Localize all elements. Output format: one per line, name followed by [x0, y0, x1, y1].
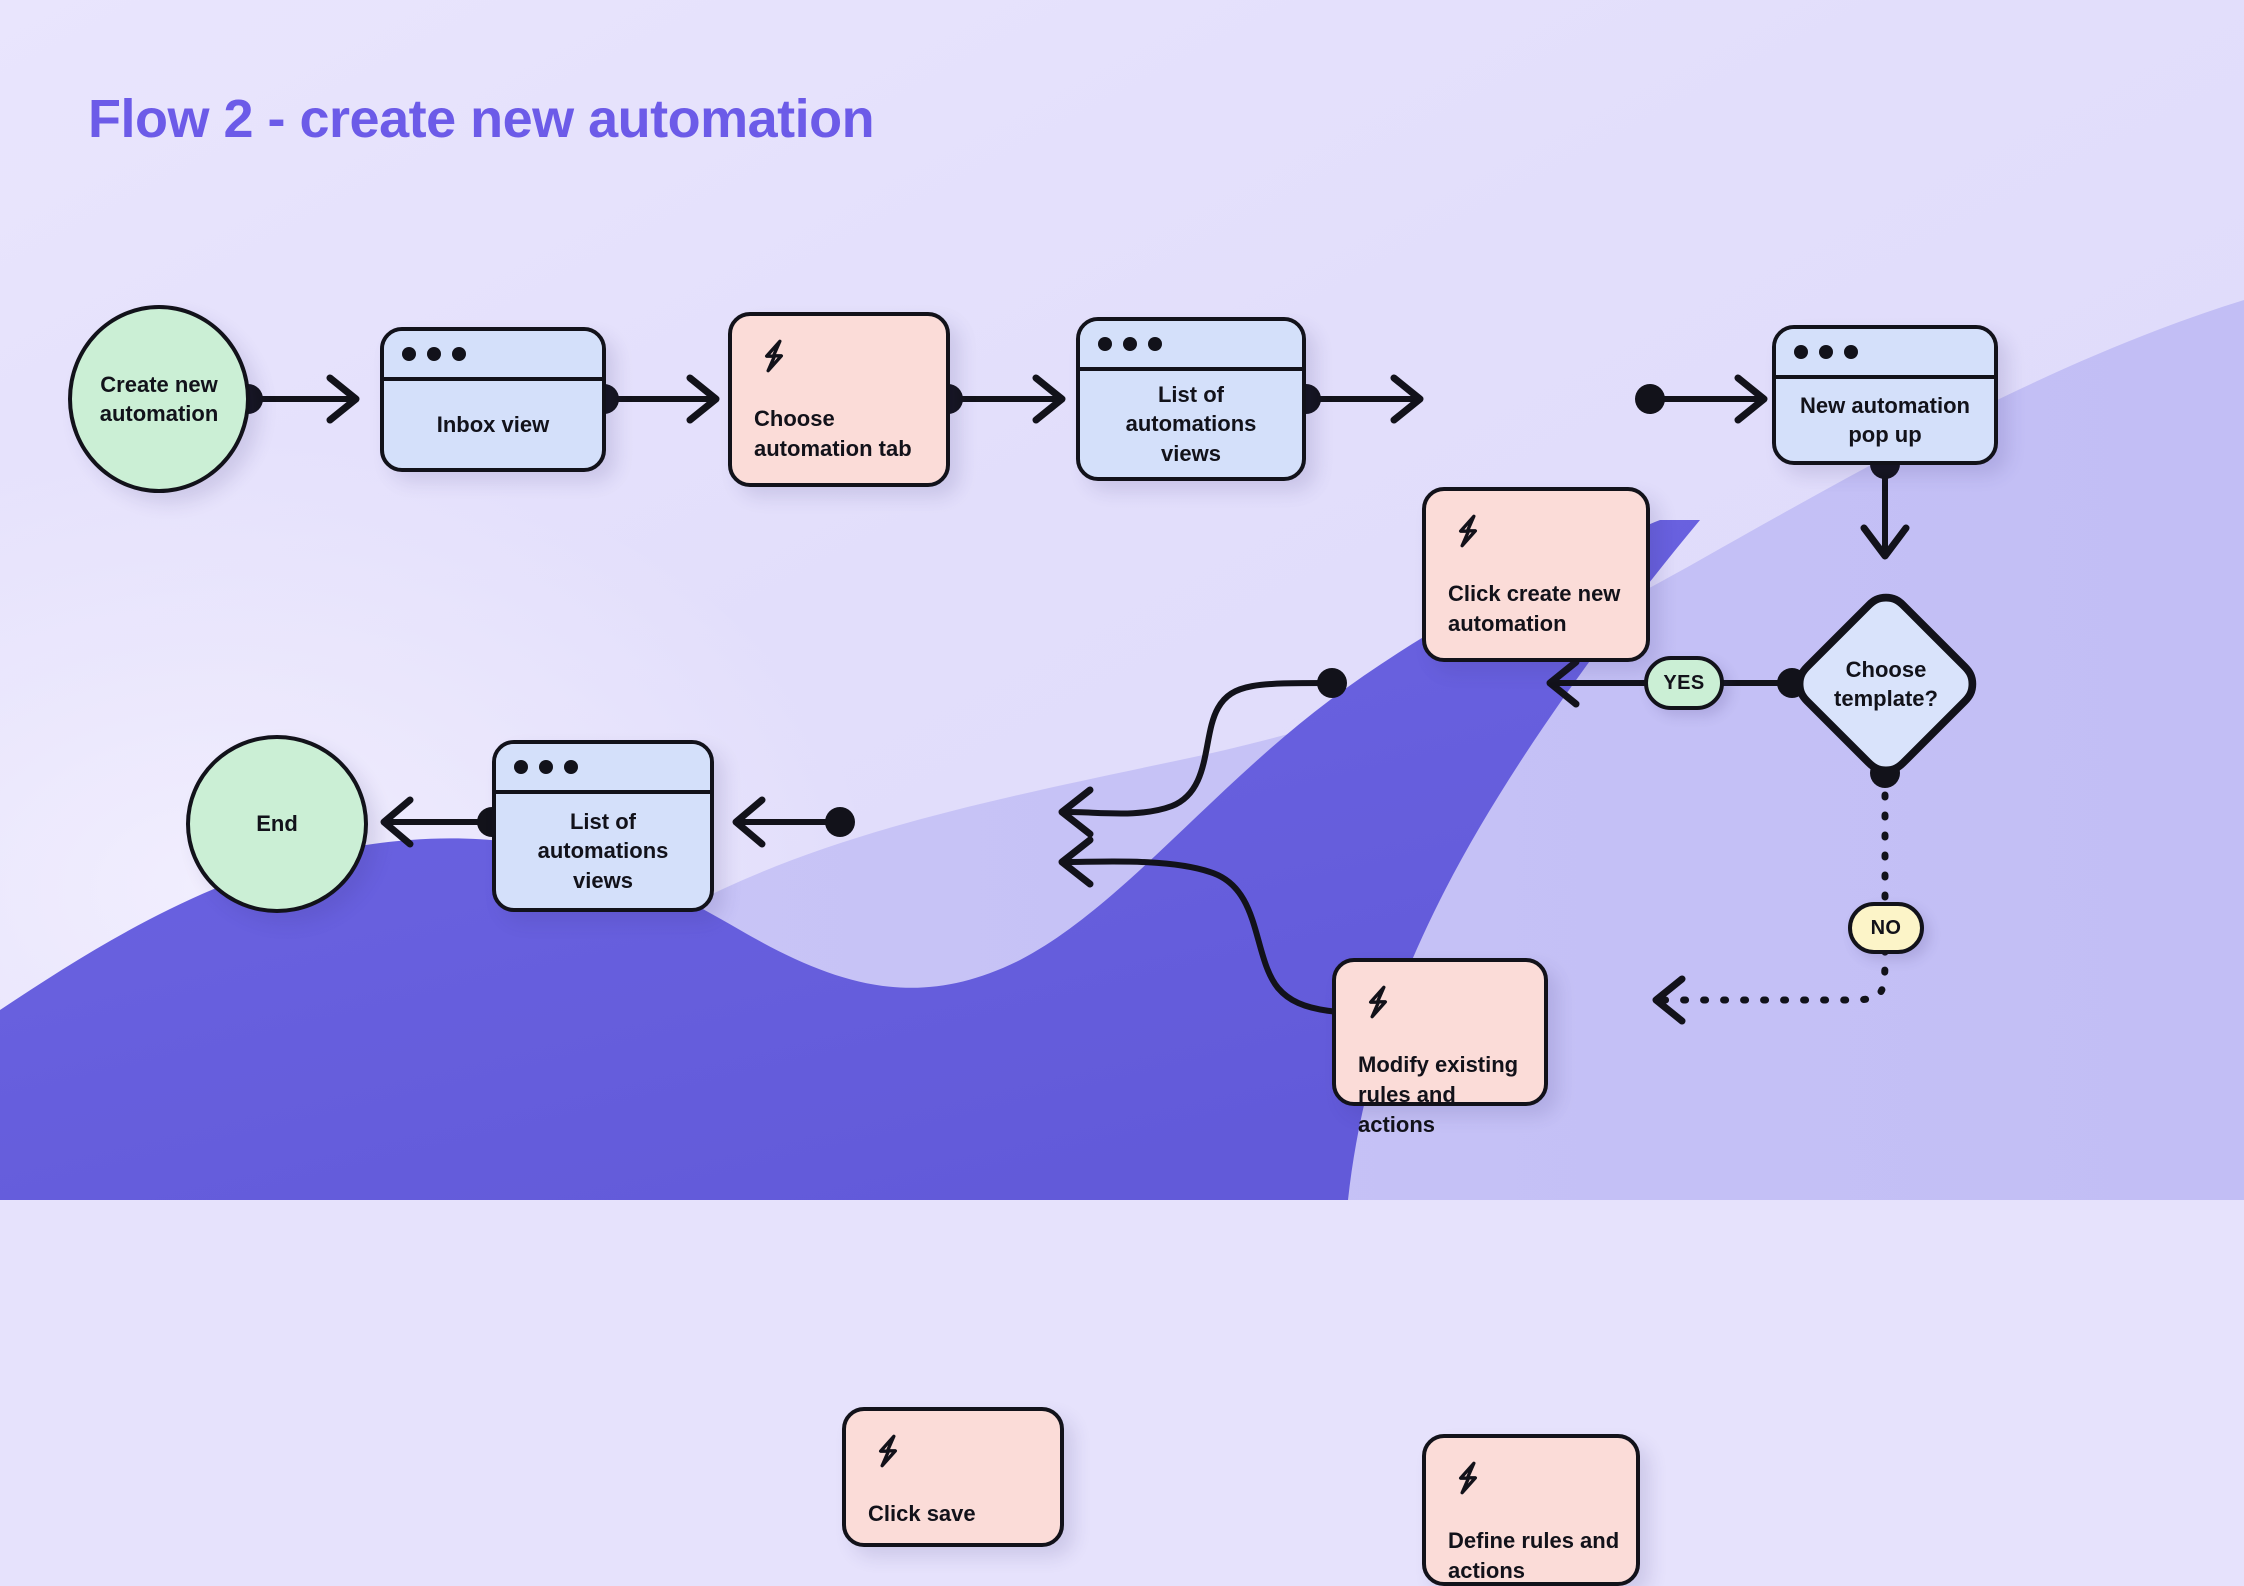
- branch-label-yes-text: YES: [1663, 671, 1705, 694]
- node-end-label: End: [256, 811, 298, 837]
- lightning-bolt-icon: [1459, 1461, 1477, 1495]
- window-dots-icon: [496, 744, 710, 794]
- window-dots-icon: [384, 331, 602, 381]
- page-title: Flow 2 - create new automation: [88, 89, 875, 149]
- lightning-bolt-icon: [1369, 985, 1387, 1019]
- node-click-save[interactable]: Click save: [842, 1407, 1064, 1547]
- node-inbox-view-label: Inbox view: [436, 411, 550, 437]
- node-click-save-label: Click save: [868, 1501, 976, 1526]
- lightning-bolt-icon: [1459, 514, 1477, 548]
- node-inbox-view[interactable]: Inbox view: [380, 327, 606, 472]
- lightning-bolt-icon: [765, 339, 783, 373]
- window-dots-icon: [1080, 321, 1302, 371]
- branch-label-no[interactable]: NO: [1848, 902, 1924, 954]
- branch-label-yes[interactable]: YES: [1644, 656, 1724, 710]
- lightning-bolt-icon: [879, 1434, 897, 1468]
- window-dots-icon: [1776, 329, 1994, 379]
- branch-label-no-text: NO: [1870, 916, 1902, 939]
- node-end[interactable]: End: [186, 735, 368, 913]
